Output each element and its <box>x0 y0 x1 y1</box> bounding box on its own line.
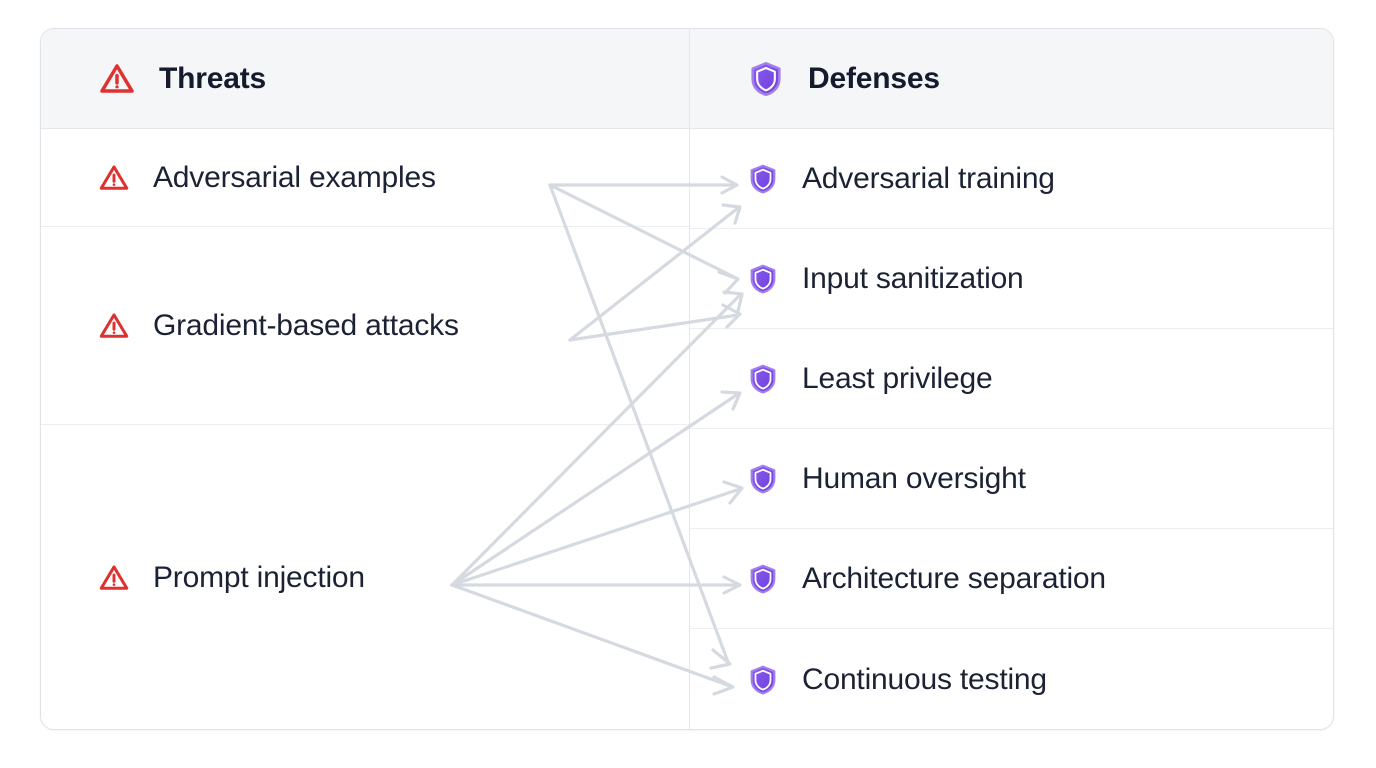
defense-label: Architecture separation <box>802 561 1106 595</box>
threat-row[interactable]: Prompt injection <box>41 425 689 729</box>
defense-label: Adversarial training <box>802 161 1055 195</box>
warning-triangle-icon <box>97 561 131 595</box>
defense-label: Input sanitization <box>802 261 1024 295</box>
threat-label: Adversarial examples <box>153 160 436 194</box>
warning-triangle-icon <box>97 161 131 195</box>
defense-row[interactable]: Architecture separation <box>690 529 1333 629</box>
defense-row[interactable]: Input sanitization <box>690 229 1333 329</box>
defense-row[interactable]: Continuous testing <box>690 629 1333 729</box>
matrix-card: Threats Adversarial examples <box>40 28 1334 730</box>
shield-icon <box>746 462 780 496</box>
defenses-column-title: Defenses <box>808 61 940 95</box>
defense-label: Human oversight <box>802 461 1026 495</box>
shield-icon <box>746 562 780 596</box>
matrix-columns: Threats Adversarial examples <box>41 29 1333 729</box>
warning-triangle-icon <box>97 59 137 99</box>
defenses-column-header: Defenses <box>690 29 1333 129</box>
threat-label: Prompt injection <box>153 561 365 594</box>
warning-triangle-icon <box>97 309 131 343</box>
defense-row[interactable]: Human oversight <box>690 429 1333 529</box>
shield-icon <box>746 59 786 99</box>
defense-label: Least privilege <box>802 361 993 395</box>
shield-icon <box>746 663 780 697</box>
threat-row[interactable]: Gradient-based attacks <box>41 227 689 425</box>
defenses-column: Defenses Adversarial training <box>689 29 1333 729</box>
shield-icon <box>746 362 780 396</box>
defense-label: Continuous testing <box>802 663 1047 696</box>
threat-row[interactable]: Adversarial examples <box>41 129 689 227</box>
shield-icon <box>746 262 780 296</box>
threats-column-header: Threats <box>41 29 689 129</box>
threats-column-title: Threats <box>159 61 266 95</box>
defense-row[interactable]: Least privilege <box>690 329 1333 429</box>
threat-label: Gradient-based attacks <box>153 308 459 342</box>
shield-icon <box>746 162 780 196</box>
defense-row[interactable]: Adversarial training <box>690 129 1333 229</box>
threats-column: Threats Adversarial examples <box>41 29 689 729</box>
